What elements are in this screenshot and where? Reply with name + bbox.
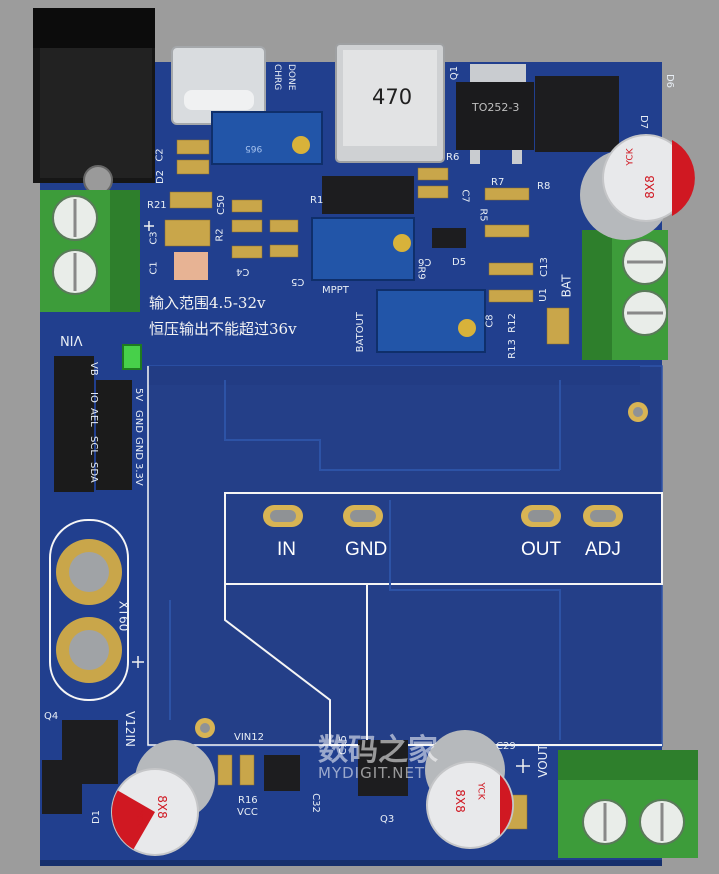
ref-c2: C2	[154, 148, 166, 162]
cap-bm-value: 8X8	[452, 789, 467, 813]
vout-label: VOUT	[535, 744, 550, 778]
mppt-label: MPPT	[322, 285, 349, 296]
pin-header-right	[96, 380, 132, 490]
ref-u1: U1	[537, 288, 549, 302]
trim-pot-2	[311, 217, 415, 281]
output-limit-note: 恒压输出不能超过36v	[149, 320, 297, 338]
xt60-connector	[49, 519, 129, 701]
ref-c1: C1	[148, 261, 160, 275]
ref-r13: R13	[506, 339, 518, 359]
input-range-note: 输入范围4.5-32v	[149, 294, 266, 312]
electrolytic-cap-top-right	[580, 134, 695, 240]
ref-c5: C5	[291, 276, 305, 287]
header-pin-gnd1: GND	[133, 410, 144, 433]
inductor-value: 470	[372, 85, 413, 109]
header-pin-scl: SCL	[88, 436, 99, 455]
pin-header-left	[54, 356, 94, 492]
battery-terminal-block	[582, 230, 668, 360]
vin-label: VIN	[60, 332, 83, 347]
ref-r16: R16	[238, 795, 258, 806]
ref-q1: Q1	[449, 65, 461, 81]
q1-mosfet	[456, 64, 534, 164]
cap-tr-value: 8X8	[642, 175, 657, 199]
done-label: DONE	[286, 64, 296, 91]
status-led	[122, 344, 142, 370]
c1-capacitor	[174, 252, 208, 280]
header-pin-5v: 5V	[133, 388, 144, 402]
ref-c29: C29	[496, 741, 516, 752]
header-pin-gnd2: GND	[133, 437, 144, 460]
ref-c7: C7	[459, 189, 471, 203]
cap-bm-brand: YCK	[475, 782, 486, 800]
header-pin-vb: VB	[88, 362, 99, 376]
ref-r12: R12	[506, 313, 518, 333]
usb-c-port	[171, 46, 266, 125]
batout-label: BATOUT	[355, 312, 366, 353]
ref-r8: R8	[537, 181, 551, 192]
header-pin-sda: SDA	[88, 462, 99, 483]
cap-bl-brand: YCK	[133, 810, 144, 828]
v12in-label: V12IN	[123, 711, 137, 747]
ref-r1: R1	[310, 195, 324, 206]
ref-r2: R2	[214, 228, 226, 242]
bat-label: BAT	[559, 274, 574, 298]
ref-r5: R5	[477, 208, 489, 222]
q3-mosfet	[358, 740, 408, 796]
buck-module-outline	[224, 492, 663, 585]
mppt-ic	[322, 176, 414, 214]
ref-c13: C13	[538, 257, 550, 277]
watermark-en: MYDIGIT.NET	[318, 764, 426, 782]
ref-c32: C32	[309, 793, 321, 813]
ref-d7: D7	[638, 114, 650, 130]
ref-r7: R7	[491, 177, 505, 188]
ref-c4: C4	[236, 266, 250, 277]
pad-label-out: OUT	[521, 539, 562, 560]
cap-tr-brand: YCK	[625, 148, 636, 166]
ref-q3: Q3	[380, 814, 395, 825]
ref-c8: C8	[484, 314, 496, 328]
input-terminal-block	[40, 190, 140, 312]
ref-r21: R21	[147, 200, 167, 211]
trim-pot-3	[376, 289, 486, 353]
vin12-label: VIN12	[234, 732, 264, 743]
module-pads	[263, 505, 623, 527]
d1-diode	[42, 760, 82, 814]
smd-components	[164, 139, 570, 830]
ref-d6: D6	[664, 73, 676, 89]
vout-terminal-block	[558, 750, 698, 858]
ref-r6: R6	[446, 152, 460, 163]
dc-jack	[33, 8, 155, 183]
header-pin-ael: AEL	[88, 408, 99, 427]
ref-r9: R9	[415, 266, 427, 280]
trim-pot-1	[211, 111, 323, 165]
ref-c50: C50	[215, 195, 227, 215]
electrolytic-cap-bottom-mid	[425, 730, 514, 849]
ref-d2: D2	[155, 169, 167, 185]
header-pin-io: IO	[88, 392, 99, 403]
cap-bl-value: 8X8	[154, 795, 169, 819]
d6-diode	[535, 76, 619, 152]
xt60-label: XT60	[116, 600, 131, 632]
ref-d1: D1	[91, 809, 103, 825]
pad-label-in: IN	[277, 539, 296, 560]
header-pin-3v3: 3.3V	[133, 463, 144, 486]
ref-c3: C3	[148, 231, 160, 245]
pad-label-gnd: GND	[345, 539, 388, 560]
vcc-label: VCC	[237, 807, 258, 818]
ref-q4: Q4	[44, 711, 59, 722]
electrolytic-cap-bottom-left	[111, 740, 215, 856]
ref-d5: D5	[452, 257, 467, 268]
ref-c6: C6	[418, 256, 432, 267]
watermark-cn: 数码之家	[318, 733, 438, 768]
q1-package-label: TO252-3	[472, 101, 520, 114]
pad-label-adj: ADJ	[585, 539, 621, 560]
inductor	[335, 43, 445, 163]
chrg-label: CHRG	[272, 64, 282, 91]
pot-marking: 965	[245, 143, 263, 153]
